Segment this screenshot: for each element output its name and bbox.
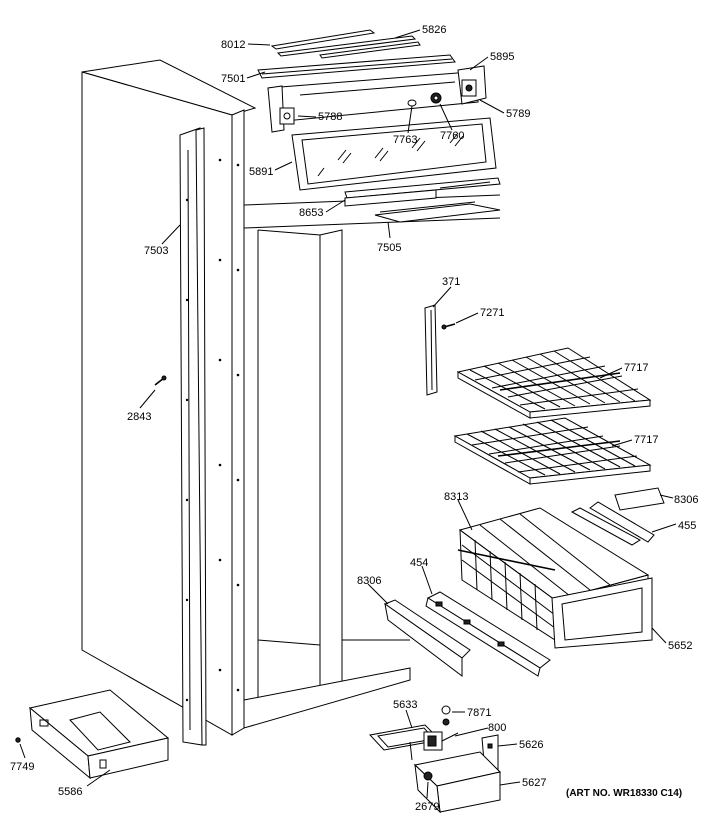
label-454: 454 bbox=[410, 557, 428, 569]
label-7763: 7763 bbox=[393, 134, 417, 146]
art-number: (ART NO. WR18330 C14) bbox=[566, 788, 682, 799]
label-8306-lower: 8306 bbox=[357, 575, 381, 587]
label-800: 800 bbox=[488, 722, 506, 734]
control-box-5586 bbox=[28, 689, 170, 780]
label-5586: 5586 bbox=[58, 786, 82, 798]
fastener-7871 bbox=[441, 705, 451, 726]
leader-lines bbox=[19, 29, 677, 799]
trim-strip-7503 bbox=[179, 127, 207, 746]
part-2679 bbox=[423, 771, 433, 781]
label-5652: 5652 bbox=[668, 640, 692, 652]
label-5895: 5895 bbox=[490, 51, 514, 63]
top-trim-8012-5826 bbox=[270, 29, 421, 59]
screw-2843 bbox=[154, 375, 167, 386]
label-7717-upper: 7717 bbox=[624, 362, 648, 374]
label-5826: 5826 bbox=[422, 24, 446, 36]
label-7749: 7749 bbox=[10, 761, 34, 773]
label-455: 455 bbox=[678, 520, 696, 532]
label-5633: 5633 bbox=[393, 699, 417, 711]
label-5788: 5788 bbox=[318, 111, 342, 123]
label-5891: 5891 bbox=[249, 166, 273, 178]
rail-7501 bbox=[257, 54, 456, 79]
wire-shelf-lower-7717 bbox=[453, 417, 652, 485]
screw-holes bbox=[218, 158, 240, 692]
label-8012: 8012 bbox=[221, 39, 245, 51]
label-8306-upper: 8306 bbox=[674, 494, 698, 506]
basket-front-5652 bbox=[551, 577, 653, 649]
screw-7749 bbox=[15, 737, 21, 743]
label-7717-lower: 7717 bbox=[634, 434, 658, 446]
shelf-support-371 bbox=[424, 304, 456, 396]
bracket-8653 bbox=[344, 177, 501, 207]
label-7871: 7871 bbox=[467, 707, 491, 719]
slide-rail-455 bbox=[570, 501, 655, 546]
damper-800 bbox=[423, 731, 459, 751]
label-2843: 2843 bbox=[127, 411, 151, 423]
label-8653: 8653 bbox=[299, 207, 323, 219]
label-2679: 2679 bbox=[415, 801, 439, 813]
label-7505: 7505 bbox=[377, 242, 401, 254]
label-8313: 8313 bbox=[444, 491, 468, 503]
light-shield-5891 bbox=[291, 117, 497, 191]
label-371: 371 bbox=[442, 276, 460, 288]
label-7271: 7271 bbox=[480, 307, 504, 319]
wire-shelf-upper-7717 bbox=[456, 347, 652, 419]
label-7501: 7501 bbox=[221, 73, 245, 85]
label-5627: 5627 bbox=[522, 777, 546, 789]
label-7503: 7503 bbox=[144, 245, 168, 257]
slide-rail-8306-upper bbox=[614, 487, 665, 511]
slide-rail-8306-lower bbox=[383, 599, 471, 678]
rail-7505 bbox=[374, 201, 501, 223]
label-5626: 5626 bbox=[519, 739, 543, 751]
slide-rail-454 bbox=[425, 591, 551, 677]
part-labels: 8012 5826 5895 7501 5788 5789 7763 7760 … bbox=[10, 24, 698, 813]
label-7760: 7760 bbox=[440, 130, 464, 142]
control-housing-5895 bbox=[267, 65, 487, 133]
label-5789: 5789 bbox=[506, 108, 530, 120]
